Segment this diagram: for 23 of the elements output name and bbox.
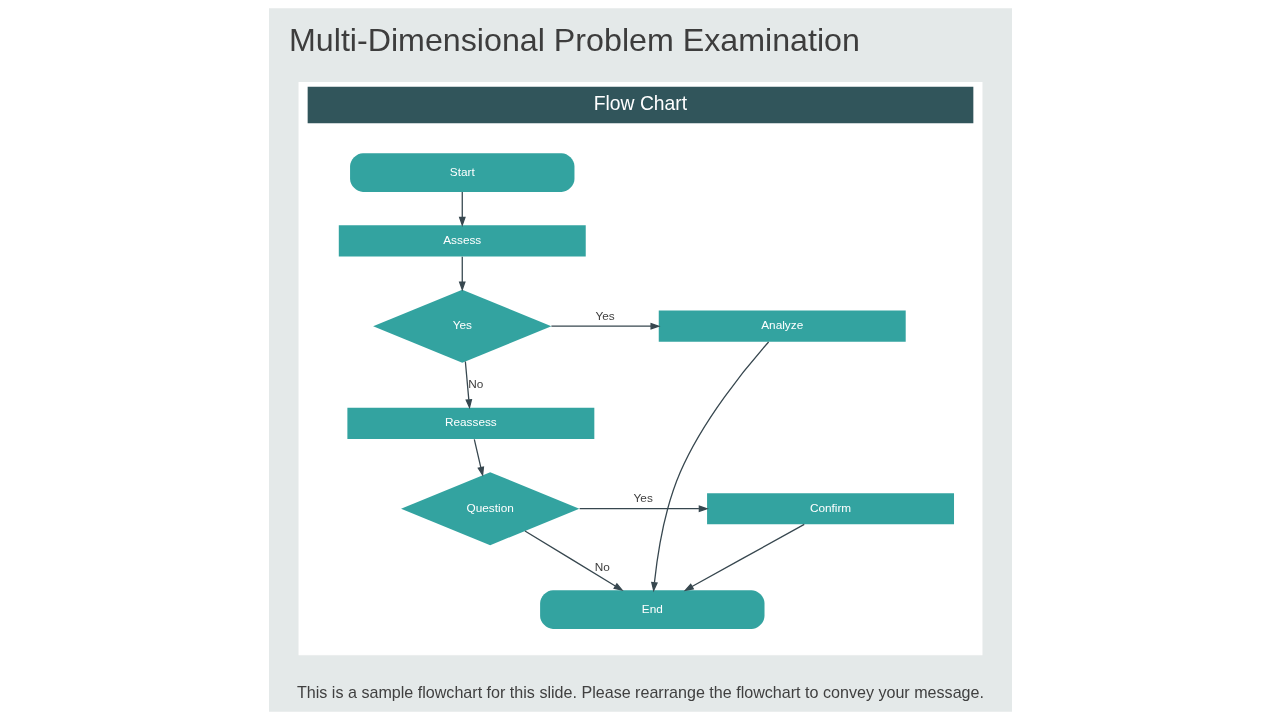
arrow xyxy=(578,505,709,513)
arrow xyxy=(464,360,472,410)
edge-label: Yes xyxy=(633,491,653,506)
arrow xyxy=(458,256,466,292)
node-box: Reassess xyxy=(346,407,594,439)
caption: This is a sample flowchart for this slide. Please rearrange the flowchart to convey your message. xyxy=(296,682,984,701)
edge-label: Yes xyxy=(594,308,615,323)
arrow xyxy=(473,438,484,477)
node-box: End xyxy=(539,590,764,629)
arrow xyxy=(458,191,466,227)
arrow xyxy=(650,341,769,593)
node-box: Analyze xyxy=(658,310,906,342)
edge-label: No xyxy=(594,559,610,574)
arrow xyxy=(523,530,624,592)
node-box: Confirm xyxy=(706,493,954,525)
arrow xyxy=(683,523,805,592)
node-box: Assess xyxy=(338,225,586,257)
node-box: Start xyxy=(349,153,574,192)
node-diamond: Question xyxy=(400,472,579,546)
diagram-title: Multi-Dimensional Problem Examination xyxy=(288,22,860,59)
edge-label: No xyxy=(467,377,483,392)
node-diamond: Yes xyxy=(372,289,551,363)
arrow xyxy=(550,322,661,330)
